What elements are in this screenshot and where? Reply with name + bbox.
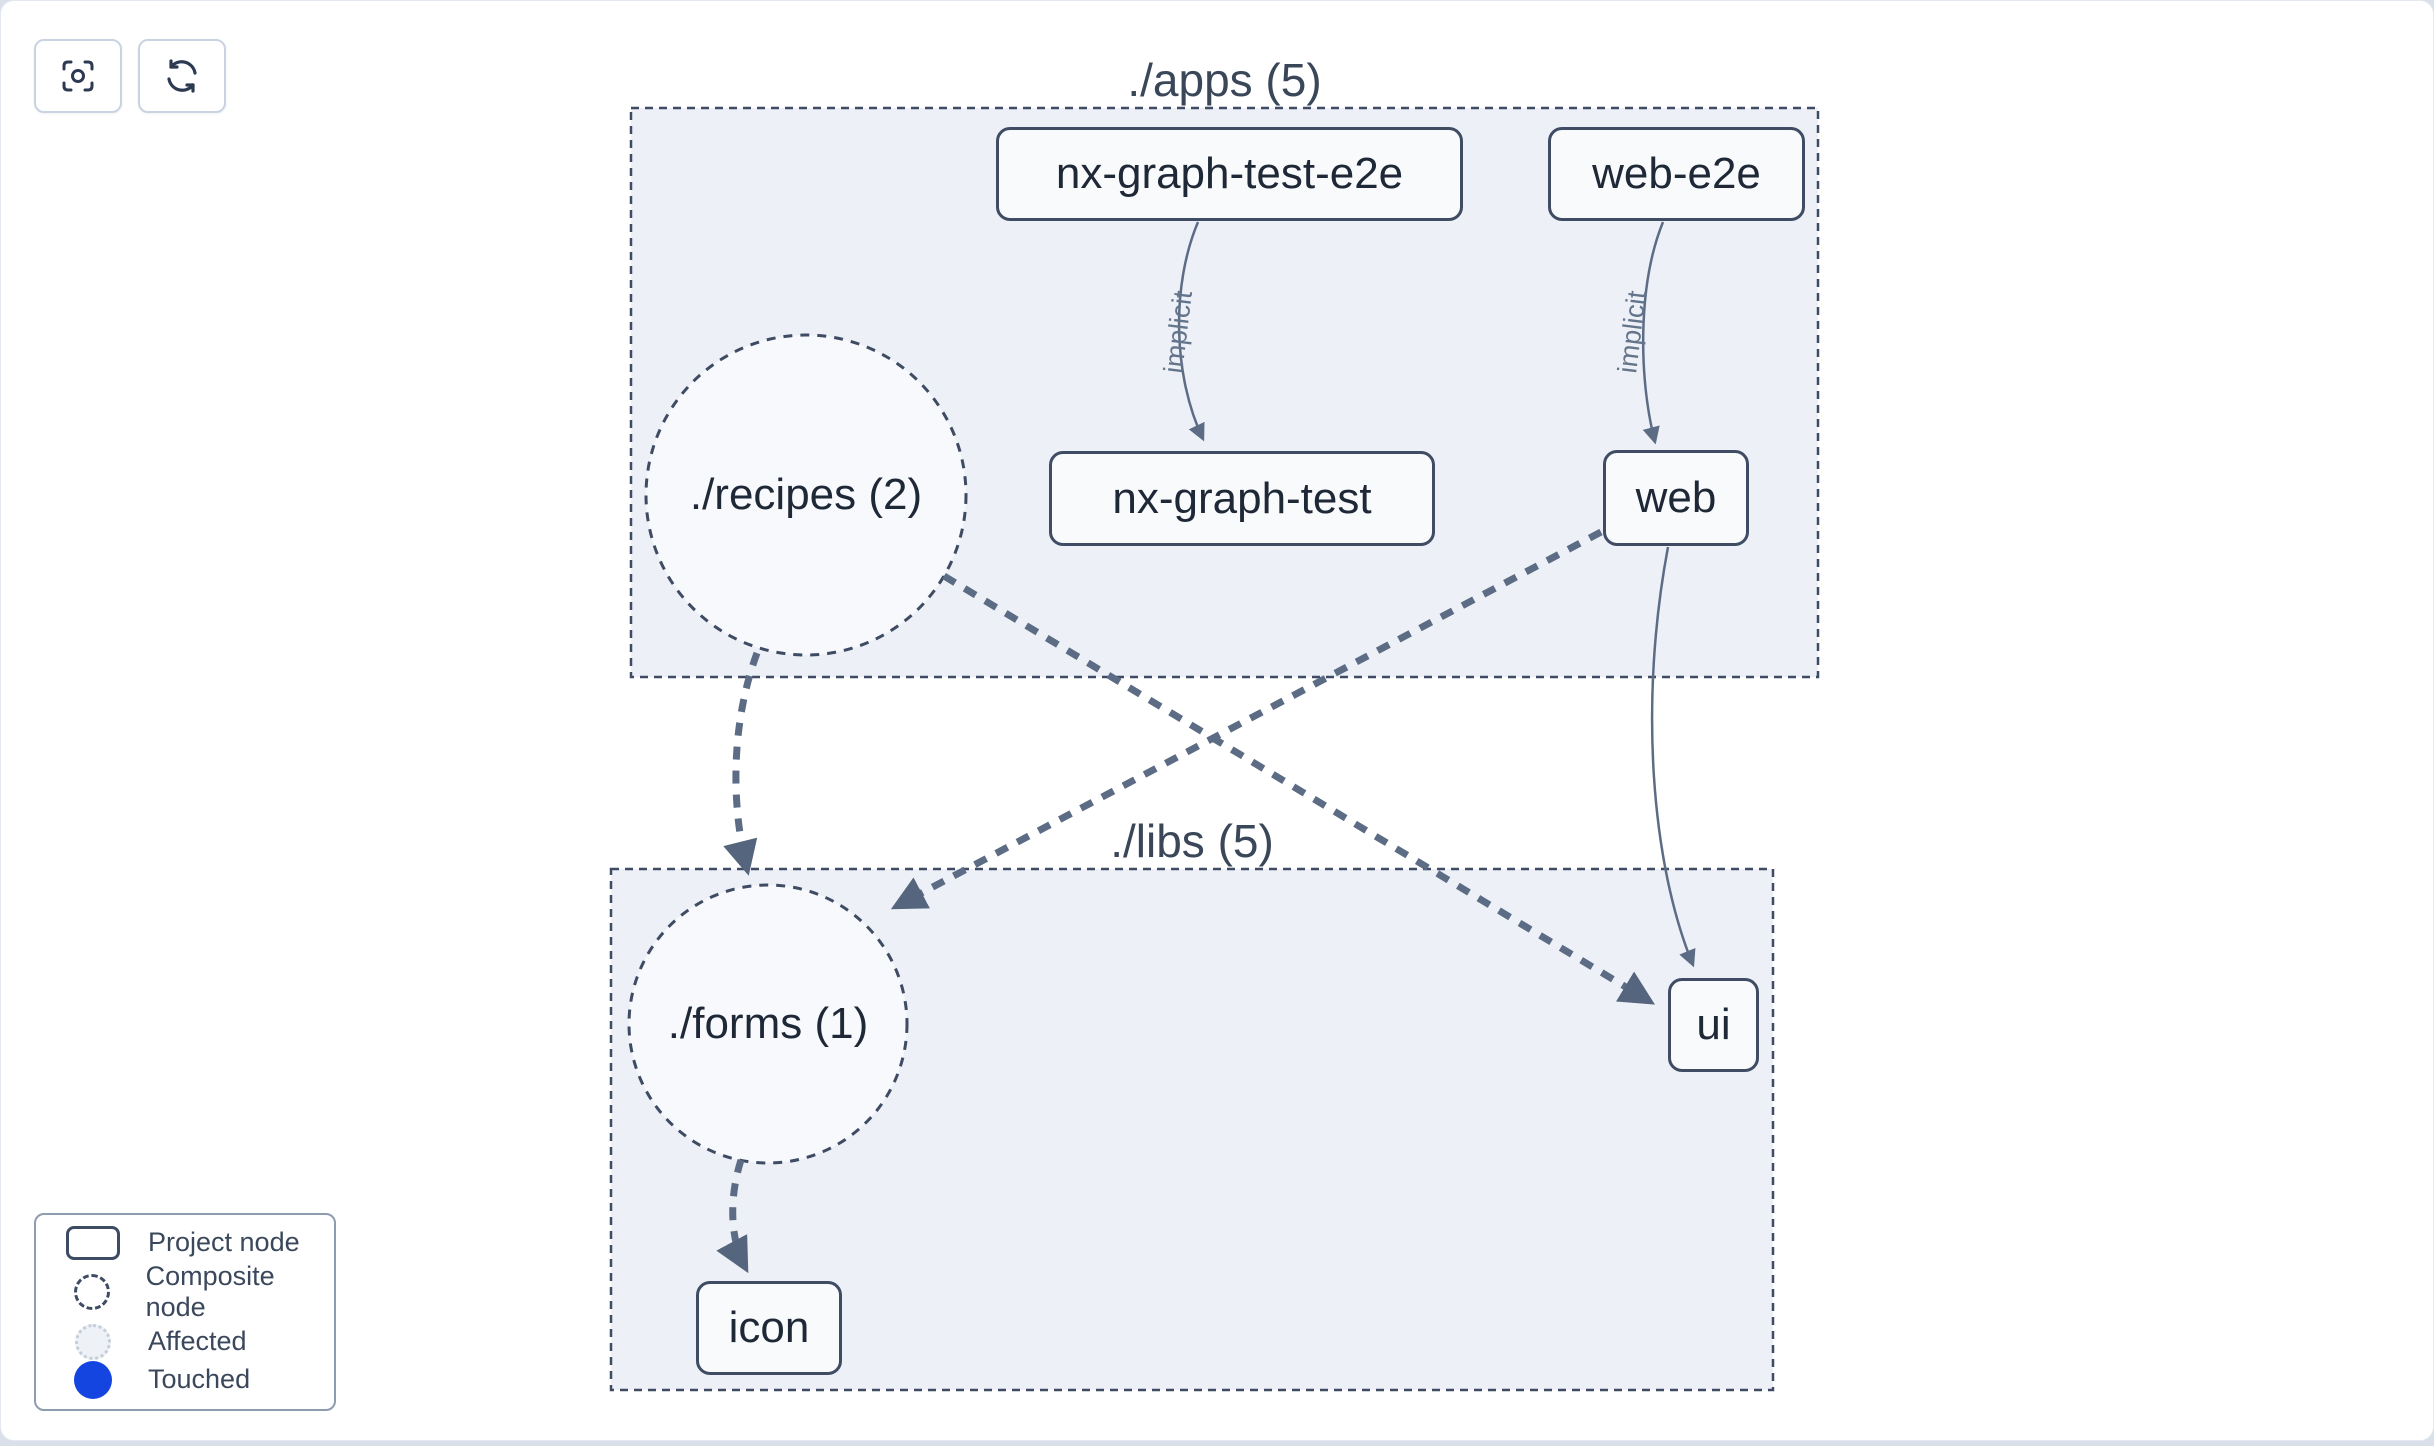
- refresh-icon: [167, 59, 197, 93]
- legend-item-project-node: Project node: [36, 1225, 334, 1260]
- legend-label: Touched: [148, 1364, 251, 1394]
- edge-web-e2e-to-web: [1641, 221, 1665, 445]
- legend-item-affected: Affected: [36, 1323, 334, 1360]
- composite-node-swatch: [64, 1273, 120, 1310]
- edge-web-to-forms: [890, 528, 1603, 910]
- group-label-libs: ./libs (5): [1110, 815, 1274, 867]
- legend-item-touched: Touched: [36, 1360, 334, 1399]
- legend-item-composite-node: Composite node: [36, 1261, 334, 1323]
- refresh-button[interactable]: [138, 39, 226, 113]
- composite-node-forms[interactable]: [627, 883, 909, 1165]
- project-node-web-e2e[interactable]: web-e2e: [1548, 127, 1805, 221]
- edge-nx-graph-test-e2e-to-nx-graph-test: [1177, 221, 1205, 442]
- project-node-nx-graph-test-e2e[interactable]: nx-graph-test-e2e: [996, 127, 1463, 221]
- group-label-apps: ./apps (5): [1127, 54, 1322, 106]
- composite-node-recipes[interactable]: [644, 333, 968, 657]
- affected-swatch: [64, 1323, 122, 1360]
- legend-label: Composite node: [145, 1260, 275, 1322]
- focus-icon: [62, 60, 94, 92]
- legend-label: Affected: [148, 1326, 247, 1356]
- edge-recipes-to-forms: [723, 651, 761, 876]
- project-node-web[interactable]: web: [1603, 450, 1749, 546]
- legend-panel: Project node Composite node Affected Tou…: [34, 1213, 336, 1411]
- project-node-swatch: [64, 1225, 122, 1260]
- focus-button[interactable]: [34, 39, 122, 113]
- project-node-nx-graph-test[interactable]: nx-graph-test: [1049, 451, 1435, 546]
- edge-recipes-to-ui: [942, 573, 1655, 1005]
- project-node-icon[interactable]: icon: [696, 1281, 842, 1375]
- legend-label: Project node: [148, 1227, 300, 1257]
- graph-toolbar: [34, 39, 226, 113]
- project-node-ui[interactable]: ui: [1668, 978, 1759, 1072]
- edge-web-to-ui: [1650, 546, 1696, 968]
- touched-color-dot: [74, 1360, 112, 1399]
- touched-swatch: [64, 1360, 122, 1399]
- edge-forms-to-icon: [716, 1158, 749, 1274]
